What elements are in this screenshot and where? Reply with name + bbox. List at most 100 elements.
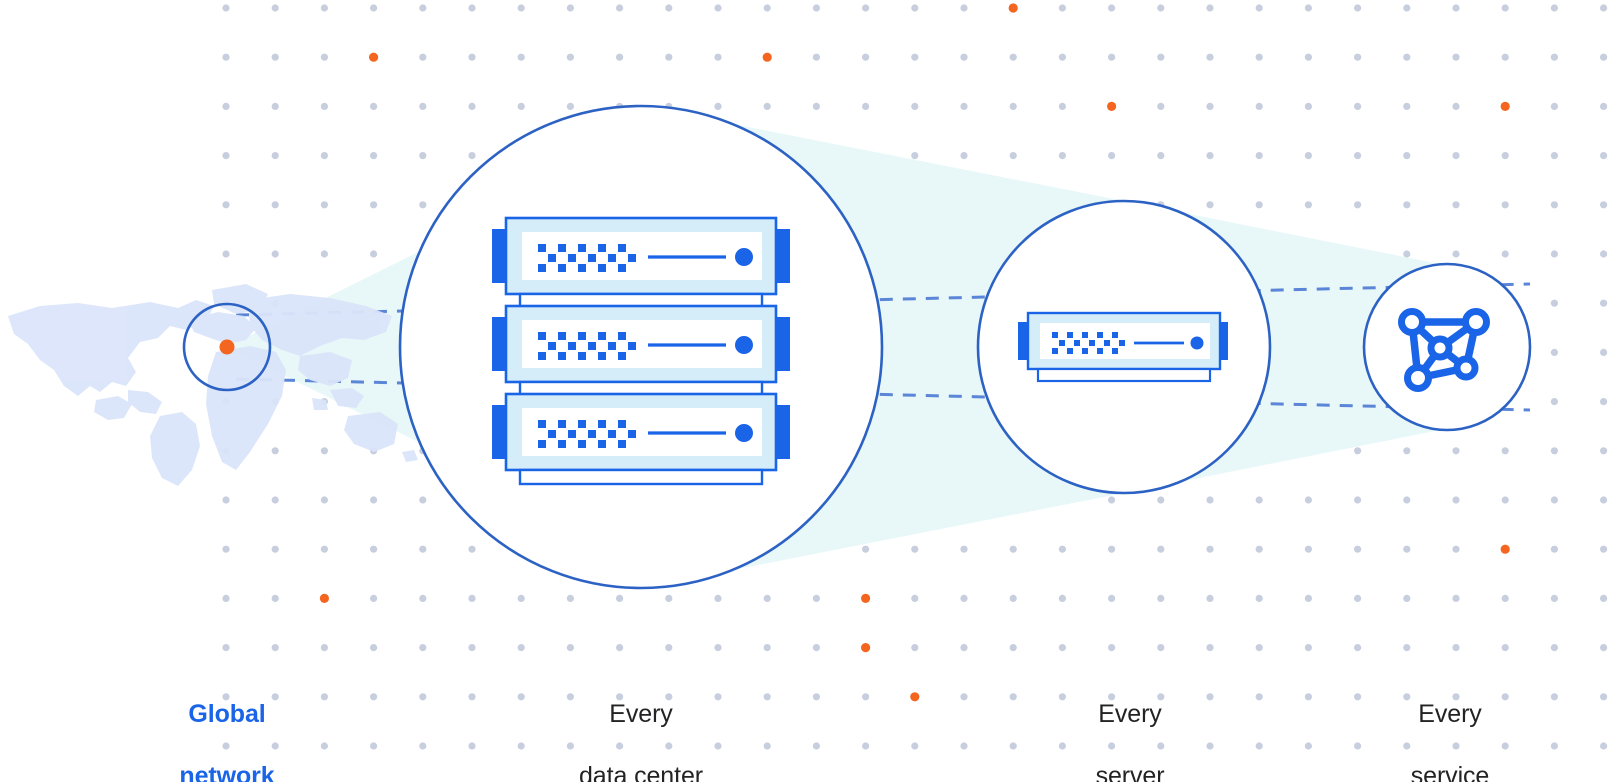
grid-dot [1600,102,1608,110]
grid-dot [222,594,230,603]
grid-dot [468,594,476,603]
grid-dot [1354,693,1362,701]
grid-dot [1206,742,1214,750]
grid-dot [566,644,575,652]
grid-dot [1304,102,1312,110]
grid-dot [1255,594,1263,603]
grid-dot [763,644,771,652]
grid-dot [271,4,279,12]
grid-dot [222,201,230,209]
grid-dot [1206,4,1214,12]
grid-dot [960,693,968,701]
grid-dot [1206,496,1214,504]
grid-dot [1157,152,1165,160]
grid-dot [517,742,525,750]
grid-dot [1108,496,1116,504]
network-graph-icon [1398,308,1490,392]
grid-dot [517,4,525,12]
grid-dot [1304,152,1312,160]
label-global-network: Global network [127,668,327,782]
grid-dot [1304,4,1312,12]
grid-dot [665,4,673,12]
label-server-line2: server [1095,762,1165,782]
grid-dot [616,693,624,701]
grid-dot [320,545,328,553]
grid-dot [862,693,870,701]
grid-dot [1108,53,1116,61]
grid-dot [1206,152,1214,160]
grid-dot [1600,348,1608,356]
label-server-line1: Every [1098,700,1162,728]
accent-dot [861,643,871,653]
grid-dot [1304,693,1312,701]
grid-dot [1403,545,1411,553]
grid-dot [370,152,378,160]
grid-dot [1206,545,1214,553]
rack-unit-3 [492,392,790,486]
grid-dot [1304,496,1312,504]
grid-dot [566,4,575,12]
grid-dot [1501,250,1509,258]
grid-dot [763,594,771,603]
grid-dot [370,4,378,12]
grid-dot [1354,496,1362,504]
grid-dot [1452,201,1460,209]
grid-dot [566,102,575,110]
grid-dot [1403,53,1411,61]
grid-dot [1501,152,1509,160]
grid-dot [222,545,230,553]
grid-dot [1600,594,1608,603]
grid-dot [1157,545,1165,553]
grid-dot [960,644,968,652]
grid-dot [1304,594,1312,603]
grid-dot [763,102,771,110]
grid-dot [1403,693,1411,701]
grid-dot [320,250,328,258]
grid-dot [1354,742,1362,750]
grid-dot [370,250,378,258]
grid-dot [960,152,968,160]
grid-dot [1452,447,1460,455]
grid-dot [419,496,427,504]
grid-dot [763,693,771,701]
grid-dot [1501,644,1509,652]
grid-dot [1157,4,1165,12]
grid-dot [1403,447,1411,455]
grid-dot [1255,742,1263,750]
grid-dot [1452,53,1460,61]
label-service-line2: service [1410,762,1490,782]
grid-dot [1108,644,1116,652]
grid-dot [271,545,279,553]
grid-dot [1550,102,1558,110]
grid-dot [911,545,919,553]
accent-dot [319,593,329,604]
grid-dot [320,693,328,701]
grid-dot [1157,594,1165,603]
grid-dot [665,693,673,701]
grid-dot [1501,4,1509,12]
grid-dot [419,594,427,603]
grid-dot [1354,201,1362,209]
grid-dot [1452,250,1460,258]
grid-dot [1452,742,1460,750]
grid-dot [517,53,525,61]
grid-dot [714,644,722,652]
grid-dot [222,102,230,110]
grid-dot [960,742,968,750]
grid-dot [517,644,525,652]
grid-dot [1206,594,1214,603]
grid-dot [1255,152,1263,160]
grid-dot [419,742,427,750]
grid-dot [1501,496,1509,504]
single-server-illustration [1018,311,1228,383]
grid-dot [1403,201,1411,209]
grid-dot [960,545,968,553]
grid-dot [714,102,722,110]
grid-dot [763,4,771,12]
grid-dot [222,644,230,652]
grid-dot [1550,250,1558,258]
grid-dot [370,693,378,701]
rack-unit-2 [492,304,790,398]
grid-dot [1255,4,1263,12]
grid-dot [1600,4,1608,12]
